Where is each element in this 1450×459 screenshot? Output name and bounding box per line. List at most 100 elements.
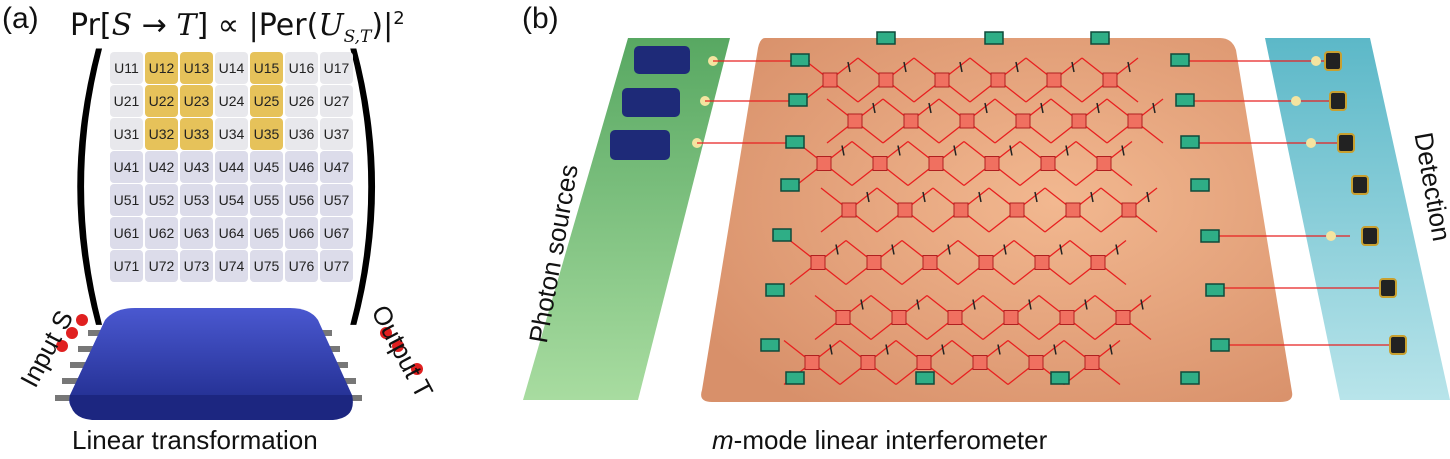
mirror — [1180, 371, 1200, 385]
panel-a-label: (a) — [2, 2, 39, 35]
phase-shifter — [1009, 145, 1013, 156]
phase-shifter — [1065, 145, 1069, 156]
beam-splitter — [959, 113, 975, 129]
matrix-cell: U64 — [215, 217, 248, 249]
optical-table — [701, 38, 1293, 402]
beam-splitter — [903, 113, 919, 129]
matrix-cell: U25 — [250, 85, 283, 117]
mirror — [1200, 229, 1220, 243]
beam-splitter — [1034, 255, 1050, 270]
matrix-cell: U41 — [110, 151, 143, 183]
mirror — [1180, 135, 1200, 149]
caption-rest: -mode linear interferometer — [733, 425, 1048, 455]
matrix-cell: U17 — [320, 52, 353, 84]
phase-shifter — [972, 299, 976, 310]
phase-shifter — [947, 244, 951, 255]
matrix-cell: U65 — [250, 217, 283, 249]
phase-shifter — [928, 102, 932, 114]
mirror — [1090, 31, 1110, 45]
beam-splitter — [990, 72, 1006, 88]
beam-splitter — [1059, 310, 1075, 325]
mirror — [772, 228, 792, 242]
beam-splitter — [897, 202, 913, 218]
formula-sup: 2 — [393, 8, 405, 29]
beam-splitter — [872, 156, 888, 171]
phase-shifter — [1059, 244, 1063, 255]
phase-shifter — [897, 145, 901, 156]
phase-shifter — [1003, 244, 1007, 255]
mirror — [788, 93, 808, 107]
mirror — [915, 371, 935, 385]
beam-splitter — [1096, 156, 1112, 171]
matrix-cell: U56 — [285, 184, 318, 216]
matrix-cell: U53 — [180, 184, 213, 216]
matrix-cell: U15 — [250, 52, 283, 84]
matrix-cell: U23 — [180, 85, 213, 117]
beam-splitter — [928, 156, 944, 171]
phase-shifter — [872, 102, 876, 114]
phase-shifter — [866, 191, 870, 203]
phase-shifter — [1034, 191, 1038, 203]
beam-splitter — [841, 202, 857, 218]
phase-shifter — [953, 145, 957, 156]
matrix-cell: U42 — [145, 151, 178, 183]
phase-shifter — [1127, 61, 1131, 73]
photon-source-devices — [610, 46, 718, 160]
matrix-cell: U32 — [145, 118, 178, 150]
matrix-cell: U34 — [215, 118, 248, 150]
beam-splitter — [953, 202, 969, 218]
matrix-cell: U21 — [110, 85, 143, 117]
matrix-left-paren: ( — [62, 0, 117, 358]
matrix-cell: U16 — [285, 52, 318, 84]
matrix-cell: U55 — [250, 184, 283, 216]
mirror — [790, 53, 810, 67]
matrix-cell: U36 — [285, 118, 318, 150]
beam-splitters — [804, 72, 1143, 370]
matrix-cell: U47 — [320, 151, 353, 183]
detector — [1337, 133, 1355, 153]
detected-photon — [1326, 231, 1336, 241]
detected-photon — [1311, 56, 1321, 66]
phase-shifter — [1040, 102, 1044, 114]
probability-formula: Pr[S → T] ∝ |Per(US,T)|2 — [70, 8, 405, 47]
formula-per: Per — [258, 8, 307, 43]
mirror — [1050, 371, 1070, 385]
phase-shifter — [829, 344, 833, 355]
beam-splitter — [1115, 310, 1131, 325]
beam-splitter — [1028, 355, 1044, 370]
matrix-cell: U76 — [285, 250, 318, 282]
phase-shifter — [1140, 299, 1144, 310]
phase-shifter — [1071, 61, 1075, 73]
matrix-cell: U62 — [145, 217, 178, 249]
phase-shifter — [835, 244, 839, 255]
interferometer-caption: m-mode linear interferometer — [712, 425, 1047, 456]
mirrors — [760, 31, 1230, 385]
formula-s: S — [111, 8, 133, 43]
matrix-cell: U52 — [145, 184, 178, 216]
beam-splitter — [878, 72, 894, 88]
matrix-cell: U43 — [180, 151, 213, 183]
matrix-cell: U31 — [110, 118, 143, 150]
matrix-cell: U71 — [110, 250, 143, 282]
phase-shifter — [1109, 344, 1113, 355]
beam-splitter — [822, 72, 838, 88]
formula-sub: S,T — [343, 27, 372, 47]
phase-shifter — [1084, 299, 1088, 310]
matrix-cell: U75 — [250, 250, 283, 282]
beam-splitter — [934, 72, 950, 88]
matrix-cell: U77 — [320, 250, 353, 282]
matrix-cell: U35 — [250, 118, 283, 150]
formula-u: U — [318, 8, 344, 43]
phase-shifter — [885, 344, 889, 355]
matrix-cell: U61 — [110, 217, 143, 249]
caption-m: m — [712, 425, 734, 455]
detector — [1361, 226, 1379, 246]
phase-shifter — [1090, 191, 1094, 203]
phase-shifter — [841, 145, 845, 156]
beam-splitter — [972, 355, 988, 370]
beam-splitter — [891, 310, 907, 325]
linear-transformation-caption: Linear transformation — [72, 425, 318, 455]
detected-photon — [1291, 96, 1301, 106]
matrix-cell: U22 — [145, 85, 178, 117]
